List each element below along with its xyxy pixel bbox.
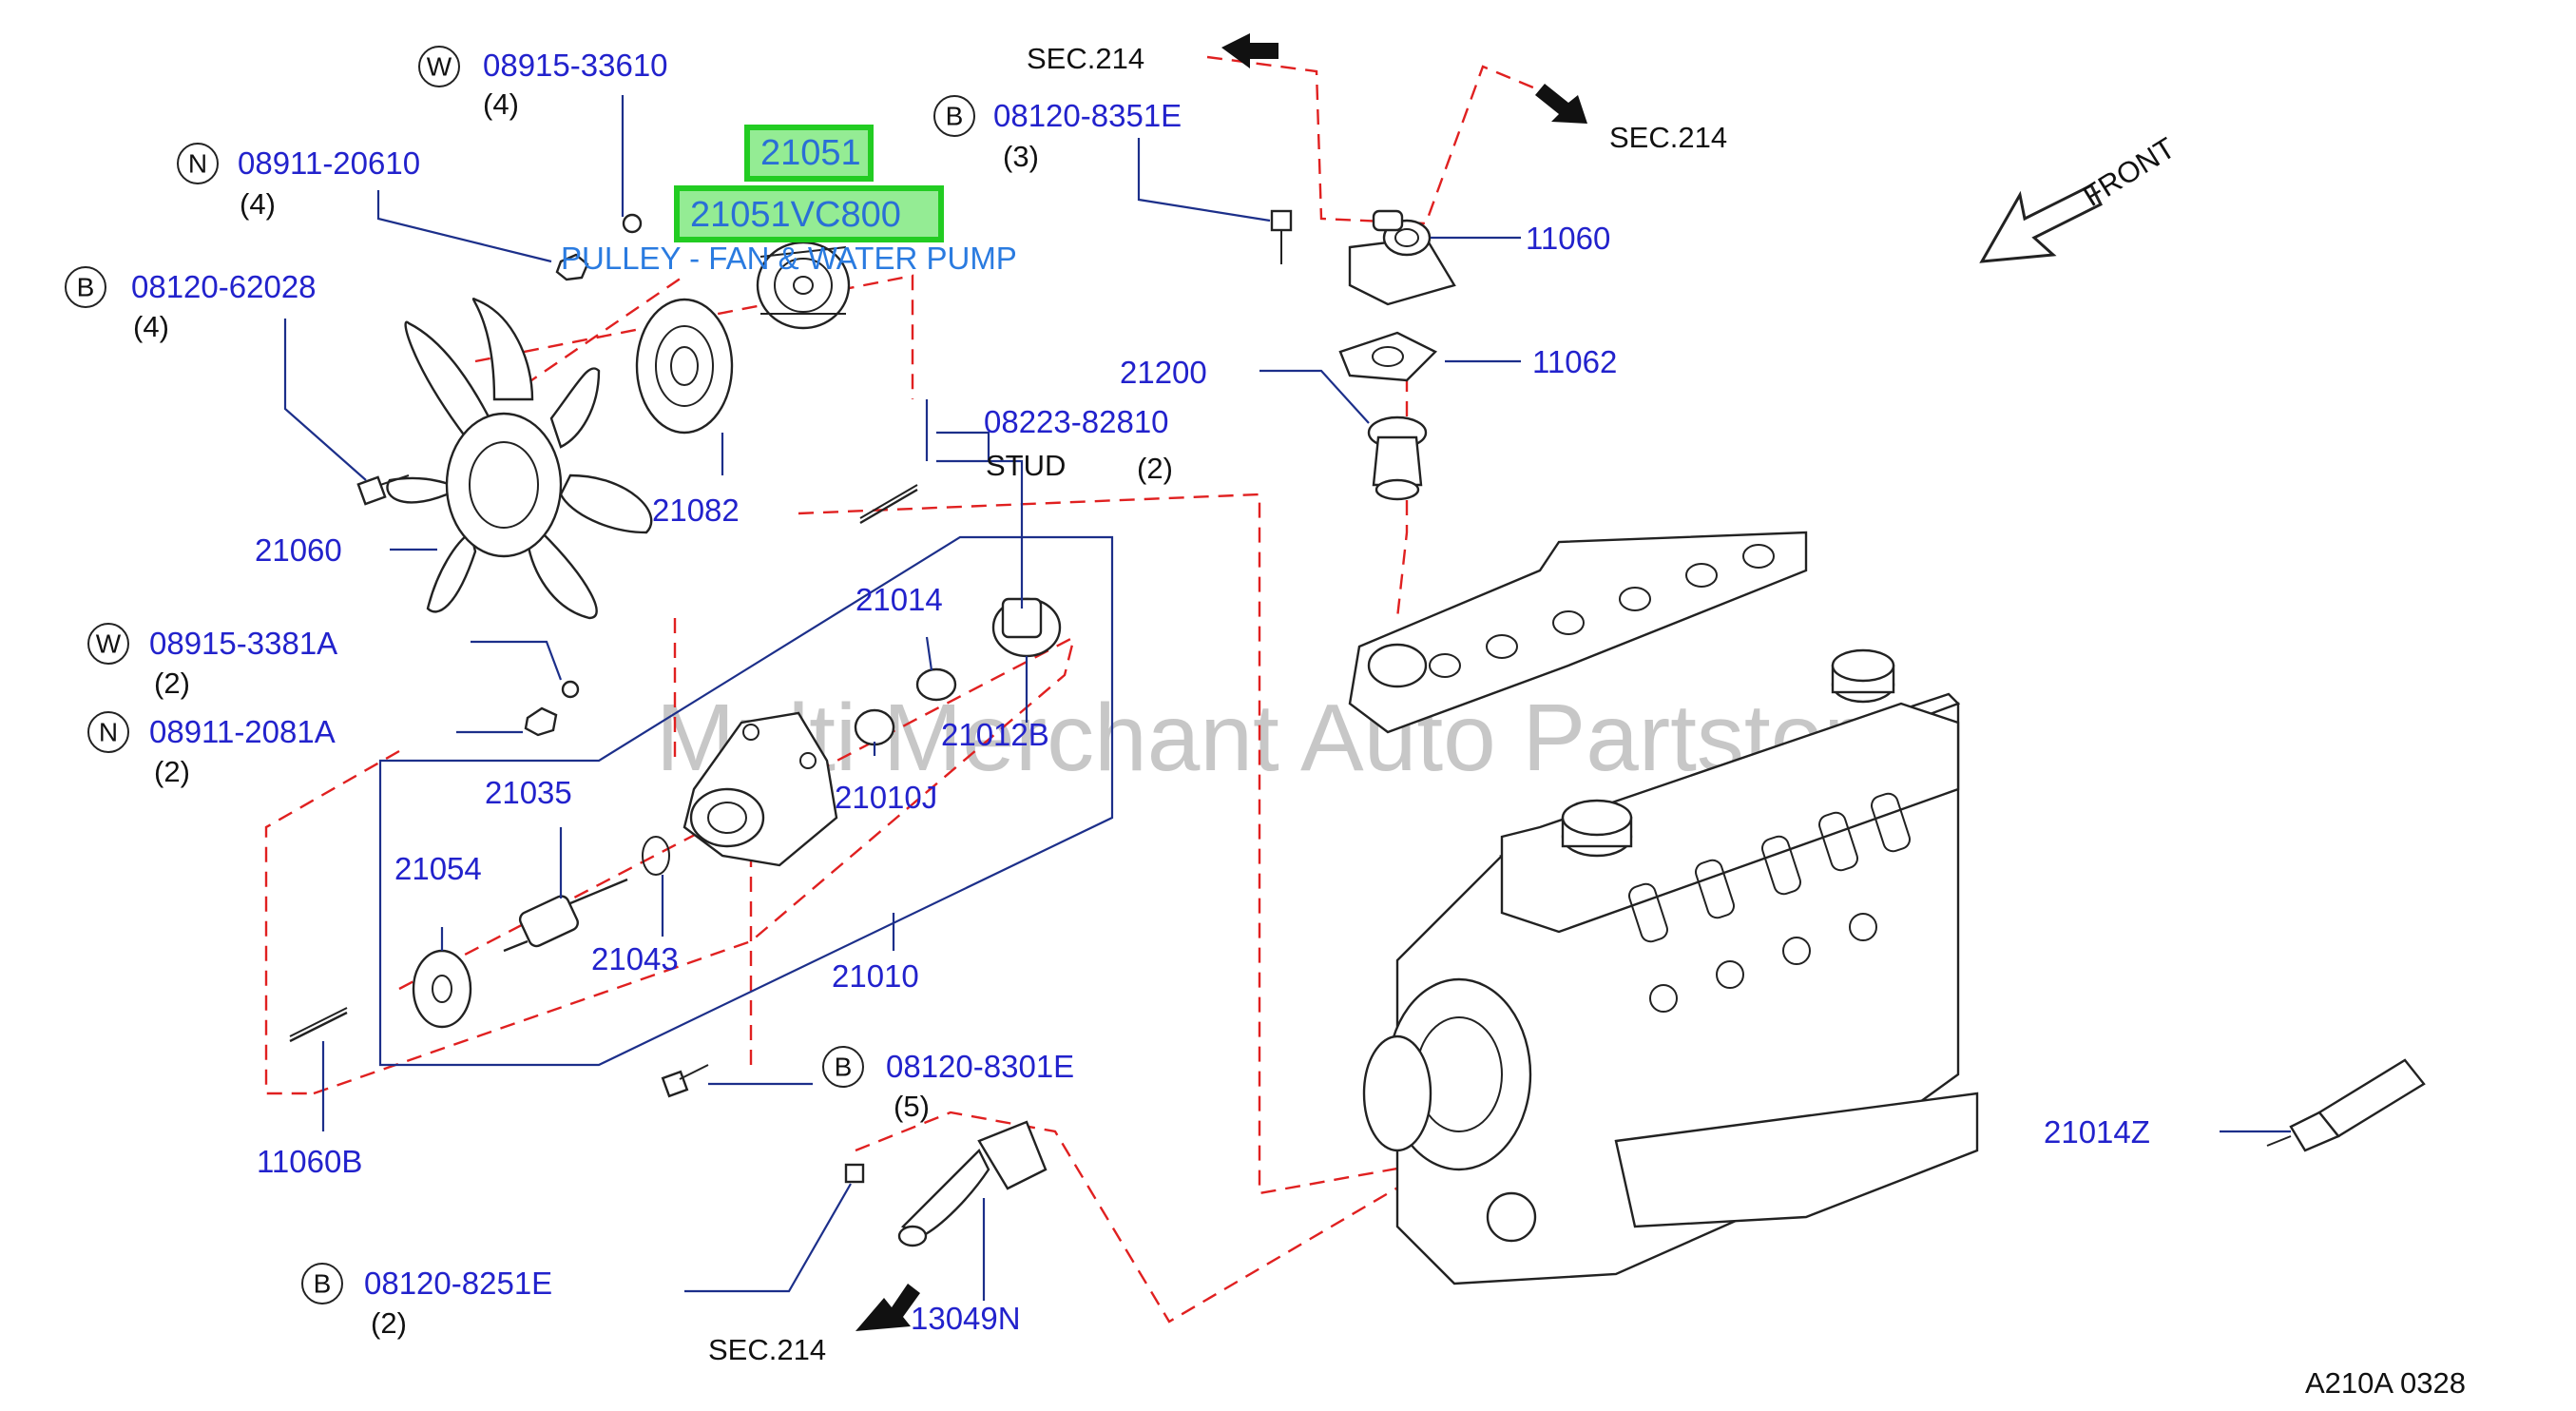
fan-coupling-illustration <box>635 298 734 435</box>
bolt-8301E-illustration <box>661 1070 689 1098</box>
part-21054[interactable]: 21054 <box>394 851 482 886</box>
seal-illustration <box>915 667 957 702</box>
callout-qty-1: (4) <box>483 87 519 121</box>
part-21010J[interactable]: 21010J <box>835 780 937 815</box>
callout-08915-33610[interactable]: 08915-33610 <box>483 48 668 83</box>
part-21014Z[interactable]: 21014Z <box>2044 1114 2150 1150</box>
callout-qty-5: (2) <box>1137 452 1173 485</box>
pulley-illustration <box>756 241 851 330</box>
sealant-tube-illustration <box>2266 1058 2426 1152</box>
sec-ref-top-left[interactable]: SEC.214 <box>1027 42 1144 75</box>
sec-arrow-top-right <box>1535 84 1587 124</box>
callout-08120-8301E[interactable]: 08120-8301E <box>886 1049 1074 1084</box>
bolt-8351E-illustration <box>1270 209 1293 264</box>
highlight-box-21051VC800[interactable] <box>674 185 944 242</box>
front-arrow <box>1979 183 2104 263</box>
callout-08911-20610[interactable]: 08911-20610 <box>238 145 420 181</box>
footer-code: A210A 0328 <box>2305 1366 2466 1400</box>
callout-qty-9: (2) <box>371 1306 407 1340</box>
stud-label: STUD <box>986 449 1066 482</box>
highlight-box-21051[interactable] <box>744 125 874 182</box>
pump-group-frame <box>378 535 1114 1067</box>
callout-08915-3381A[interactable]: 08915-3381A <box>149 626 337 661</box>
part-11062[interactable]: 11062 <box>1532 344 1617 379</box>
stud-illustration <box>859 488 918 525</box>
callout-08120-8251E[interactable]: 08120-8251E <box>364 1266 552 1301</box>
part-21043[interactable]: 21043 <box>591 941 679 976</box>
highlight-part-21051VC800[interactable]: 21051VC800 <box>690 195 901 235</box>
callout-qty-3: (4) <box>133 310 169 343</box>
sec-ref-bottom[interactable]: SEC.214 <box>708 1333 826 1366</box>
callout-prefix-n1: N <box>188 149 207 179</box>
callout-qty-4: (3) <box>1003 140 1039 173</box>
part-21035[interactable]: 21035 <box>485 775 572 810</box>
callout-08223-82810[interactable]: 08223-82810 <box>984 404 1169 439</box>
sec-arrow-top-left <box>1221 33 1278 68</box>
callout-08120-62028[interactable]: 08120-62028 <box>131 269 317 304</box>
sec-arrow-bottom <box>855 1284 920 1331</box>
sec-ref-top-right[interactable]: SEC.214 <box>1609 121 1727 154</box>
part-11060[interactable]: 11060 <box>1526 221 1610 256</box>
callout-prefix-n2: N <box>99 718 118 747</box>
water-outlet-illustration <box>1348 209 1456 306</box>
callout-08120-8351E[interactable]: 08120-8351E <box>993 98 1182 133</box>
callout-prefix-w1: W <box>427 52 452 82</box>
engine-block-illustration <box>1362 648 1979 1285</box>
callout-qty-7: (2) <box>154 755 190 788</box>
nut-illustration <box>555 253 589 281</box>
impeller-illustration <box>991 597 1062 658</box>
part-21200[interactable]: 21200 <box>1120 355 1207 390</box>
callout-qty-8: (5) <box>894 1090 930 1123</box>
part-21082[interactable]: 21082 <box>652 493 740 528</box>
water-pump-illustration <box>682 711 838 867</box>
hub-illustration <box>412 949 472 1029</box>
manifold-illustration <box>1348 531 1808 734</box>
callout-prefix-b2: B <box>946 102 964 131</box>
callout-prefix-b3: B <box>835 1053 853 1082</box>
thermostat-illustration <box>1367 416 1428 501</box>
highlight-caption: PULLEY - FAN & WATER PUMP <box>561 241 1017 276</box>
callout-prefix-w2: W <box>96 629 122 659</box>
fan-illustration <box>386 298 653 620</box>
water-inlet-illustration <box>897 1120 1048 1247</box>
gasket-illustration <box>1338 331 1438 382</box>
highlight-part-21051[interactable]: 21051 <box>760 133 861 173</box>
part-21060[interactable]: 21060 <box>255 532 342 568</box>
part-11060B[interactable]: 11060B <box>257 1144 362 1179</box>
part-21014[interactable]: 21014 <box>855 582 943 617</box>
seal-21010J-illustration <box>854 708 895 746</box>
shaft-illustration <box>503 878 628 953</box>
bolt-62028-illustration <box>356 474 410 506</box>
bolt-8251E-illustration <box>844 1163 865 1184</box>
gasket-21043-illustration <box>642 836 670 876</box>
part-21012B[interactable]: 21012B <box>941 717 1049 752</box>
leader-lines <box>283 95 2291 1301</box>
part-13049N[interactable]: 13049N <box>911 1301 1021 1336</box>
callout-qty-2: (4) <box>240 187 276 221</box>
washer-illustration <box>622 213 643 234</box>
part-21010[interactable]: 21010 <box>832 958 919 994</box>
front-label: FRONT <box>2077 131 2181 213</box>
callout-prefix-b4: B <box>314 1269 332 1299</box>
callout-08911-2081A[interactable]: 08911-2081A <box>149 714 336 749</box>
callout-prefix-b1: B <box>77 273 95 302</box>
callout-qty-6: (2) <box>154 667 190 700</box>
stud-11060B-illustration <box>289 1011 348 1043</box>
